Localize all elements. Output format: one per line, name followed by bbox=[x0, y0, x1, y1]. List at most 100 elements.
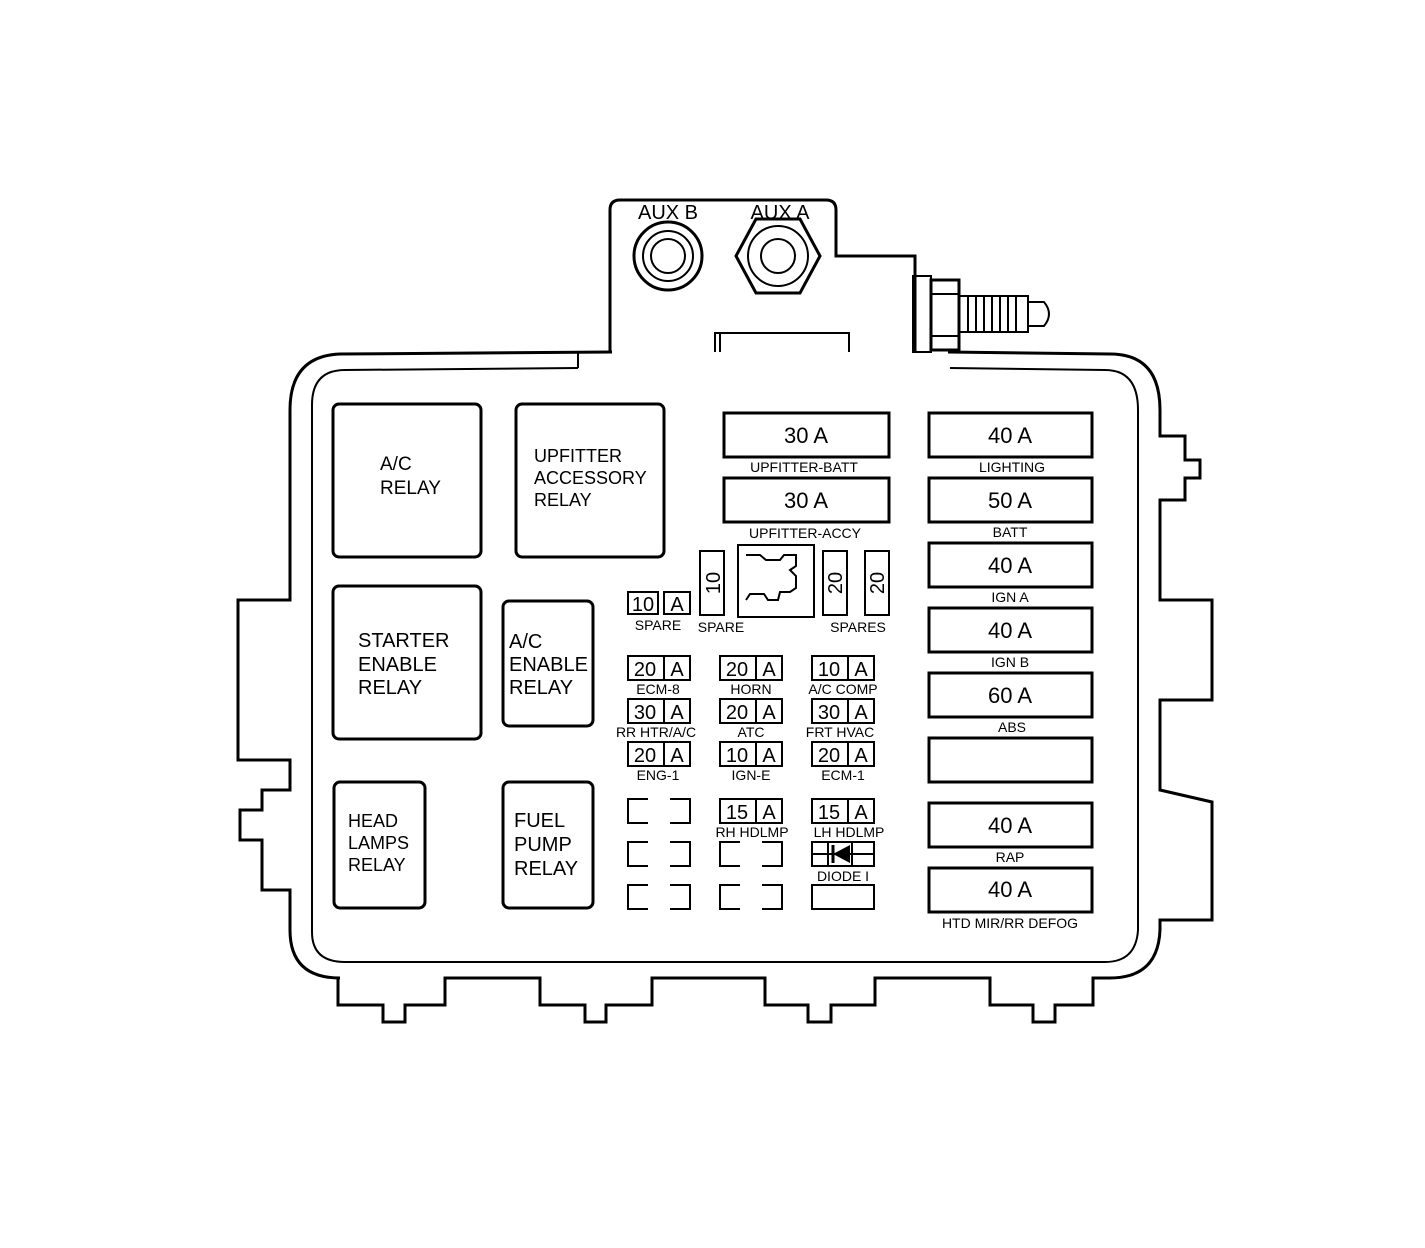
diode-i bbox=[811, 841, 875, 867]
maxi-fuse-upfitter-accy-rating: 30 A bbox=[784, 488, 828, 513]
maxi-fuse-ign-b bbox=[927, 606, 1094, 654]
fuel-pump-relay bbox=[501, 780, 595, 910]
diagnostic-connector bbox=[737, 544, 815, 618]
mini-fuse-frt-hvac-label: FRT HVAC bbox=[806, 724, 874, 740]
bracket-notch bbox=[577, 332, 850, 368]
maxi-fuse-abs bbox=[927, 671, 1094, 719]
spare-fuse-vertical-10-num: 10 bbox=[703, 572, 725, 594]
aux-a-terminal bbox=[734, 217, 822, 295]
mini-fuse-frt-hvac bbox=[811, 698, 875, 724]
maxi-fuse-htd-mir-label: HTD MIR/RR DEFOG bbox=[942, 915, 1078, 931]
mini-fuse-ign-e-num: 10 bbox=[726, 745, 748, 767]
mini-fuse-eng-1 bbox=[627, 741, 691, 767]
mini-fuse-horn-num: 20 bbox=[726, 659, 748, 681]
fuel-pump-relay-label: FUEL PUMP RELAY bbox=[514, 810, 578, 880]
maxi-fuse-htd-mir bbox=[927, 866, 1094, 914]
maxi-fuse-empty bbox=[927, 736, 1094, 784]
mini-fuse-lh-hdlmp-unit: A bbox=[854, 802, 868, 824]
mini-fuse-ac-comp-num: 10 bbox=[818, 659, 840, 681]
starter-enable-relay bbox=[331, 584, 483, 741]
spare-fuse-vertical-label: SPARE bbox=[698, 619, 744, 635]
maxi-fuse-upfitter-batt-label: UPFITTER-BATT bbox=[750, 459, 858, 475]
maxi-fuse-upfitter-batt-rating: 30 A bbox=[784, 423, 828, 448]
upfitter-accessory-relay-label: UPFITTER ACCESSORY RELAY bbox=[534, 446, 651, 510]
maxi-fuse-lighting bbox=[927, 411, 1094, 459]
spare-fuse-10a-num: 10 bbox=[632, 594, 654, 616]
mini-fuse-rr-htr-label: RR HTR/A/C bbox=[616, 724, 696, 740]
mini-fuse-atc bbox=[719, 698, 783, 724]
mini-fuse-rr-htr-num: 30 bbox=[634, 702, 656, 724]
spare-fuse-10a-unit: A bbox=[670, 594, 684, 616]
mini-fuse-ecm-1-num: 20 bbox=[818, 745, 840, 767]
mini-fuse-ecm-1-unit: A bbox=[854, 745, 868, 767]
spare-fuse-10a-label: SPARE bbox=[635, 617, 681, 633]
mini-fuse-atc-num: 20 bbox=[726, 702, 748, 724]
aux-b-terminal bbox=[632, 220, 704, 292]
spare-fuse-20-left-num: 20 bbox=[825, 572, 847, 594]
mini-fuse-ecm-1 bbox=[811, 741, 875, 767]
mini-fuse-ign-e-unit: A bbox=[762, 745, 776, 767]
starter-enable-relay-label: STARTER ENABLE RELAY bbox=[358, 630, 455, 699]
maxi-fuse-batt bbox=[927, 476, 1094, 524]
maxi-fuse-ign-b-label: IGN B bbox=[991, 654, 1029, 670]
mini-fuse-frt-hvac-unit: A bbox=[854, 702, 868, 724]
aux-a-label: AUX A bbox=[751, 202, 811, 224]
mini-fuse-rh-hdlmp bbox=[719, 798, 783, 824]
empty-fuse-slots bbox=[627, 798, 783, 910]
aux-bracket bbox=[608, 198, 917, 352]
mini-fuse-rr-htr-unit: A bbox=[670, 702, 684, 724]
mini-fuse-eng-1-label: ENG-1 bbox=[637, 767, 680, 783]
mini-fuse-ecm-8-unit: A bbox=[670, 659, 684, 681]
ac-relay-label: A/C RELAY bbox=[380, 454, 441, 499]
mini-fuse-rh-hdlmp-unit: A bbox=[762, 802, 776, 824]
mini-fuse-horn-label: HORN bbox=[730, 681, 771, 697]
mini-fuse-atc-label: ATC bbox=[738, 724, 765, 740]
empty-diode-slot bbox=[811, 884, 875, 910]
mini-fuse-lh-hdlmp bbox=[811, 798, 875, 824]
mini-fuse-ac-comp-label: A/C COMP bbox=[808, 681, 877, 697]
maxi-fuse-abs-label: ABS bbox=[998, 719, 1026, 735]
head-lamps-relay bbox=[332, 780, 427, 910]
mini-fuse-frt-hvac-num: 30 bbox=[818, 702, 840, 724]
maxi-fuse-upfitter-batt bbox=[722, 411, 891, 459]
mini-fuse-lh-hdlmp-label: LH HDLMP bbox=[814, 824, 885, 840]
ac-enable-relay bbox=[501, 599, 595, 728]
maxi-fuse-ign-a-label: IGN A bbox=[991, 589, 1029, 605]
maxi-fuse-lighting-rating: 40 A bbox=[988, 423, 1032, 448]
spare-fuse-20-right-num: 20 bbox=[867, 572, 889, 594]
mini-fuse-lh-hdlmp-num: 15 bbox=[818, 802, 840, 824]
maxi-fuse-rap bbox=[927, 801, 1094, 849]
mini-fuse-eng-1-num: 20 bbox=[634, 745, 656, 767]
mini-fuse-ecm-1-label: ECM-1 bbox=[821, 767, 865, 783]
spare-fuse-10a bbox=[627, 591, 691, 615]
mini-fuse-rh-hdlmp-label: RH HDLMP bbox=[715, 824, 788, 840]
maxi-fuse-rap-rating: 40 A bbox=[988, 813, 1032, 838]
mini-fuse-rh-hdlmp-num: 15 bbox=[726, 802, 748, 824]
spare-fuse-20-left bbox=[822, 550, 848, 616]
maxi-fuse-ign-b-rating: 40 A bbox=[988, 618, 1032, 643]
ac-relay bbox=[331, 402, 483, 559]
maxi-fuse-upfitter-accy bbox=[722, 476, 891, 524]
maxi-fuse-abs-rating: 60 A bbox=[988, 683, 1032, 708]
maxi-fuse-rap-label: RAP bbox=[996, 849, 1025, 865]
mini-fuse-ecm-8-num: 20 bbox=[634, 659, 656, 681]
mini-fuse-ac-comp bbox=[811, 655, 875, 681]
spares-label: SPARES bbox=[830, 619, 886, 635]
mini-fuse-rr-htr bbox=[627, 698, 691, 724]
mini-fuse-atc-unit: A bbox=[762, 702, 776, 724]
aux-b-label: AUX B bbox=[638, 202, 698, 224]
maxi-fuse-batt-label: BATT bbox=[993, 524, 1028, 540]
maxi-fuse-upfitter-accy-label: UPFITTER-ACCY bbox=[749, 525, 862, 541]
housing-inner-outline bbox=[311, 367, 1139, 963]
spare-fuse-vertical-10 bbox=[699, 550, 725, 616]
maxi-fuse-batt-rating: 50 A bbox=[988, 488, 1032, 513]
diode-i-label: DIODE I bbox=[817, 868, 869, 884]
mini-fuse-ign-e bbox=[719, 741, 783, 767]
maxi-fuse-ign-a bbox=[927, 541, 1094, 589]
mini-fuse-ign-e-label: IGN-E bbox=[732, 767, 771, 783]
maxi-fuse-ign-a-rating: 40 A bbox=[988, 553, 1032, 578]
maxi-fuse-lighting-label: LIGHTING bbox=[979, 459, 1045, 475]
upfitter-accessory-relay bbox=[514, 402, 666, 559]
mini-fuse-ecm-8-label: ECM-8 bbox=[636, 681, 680, 697]
